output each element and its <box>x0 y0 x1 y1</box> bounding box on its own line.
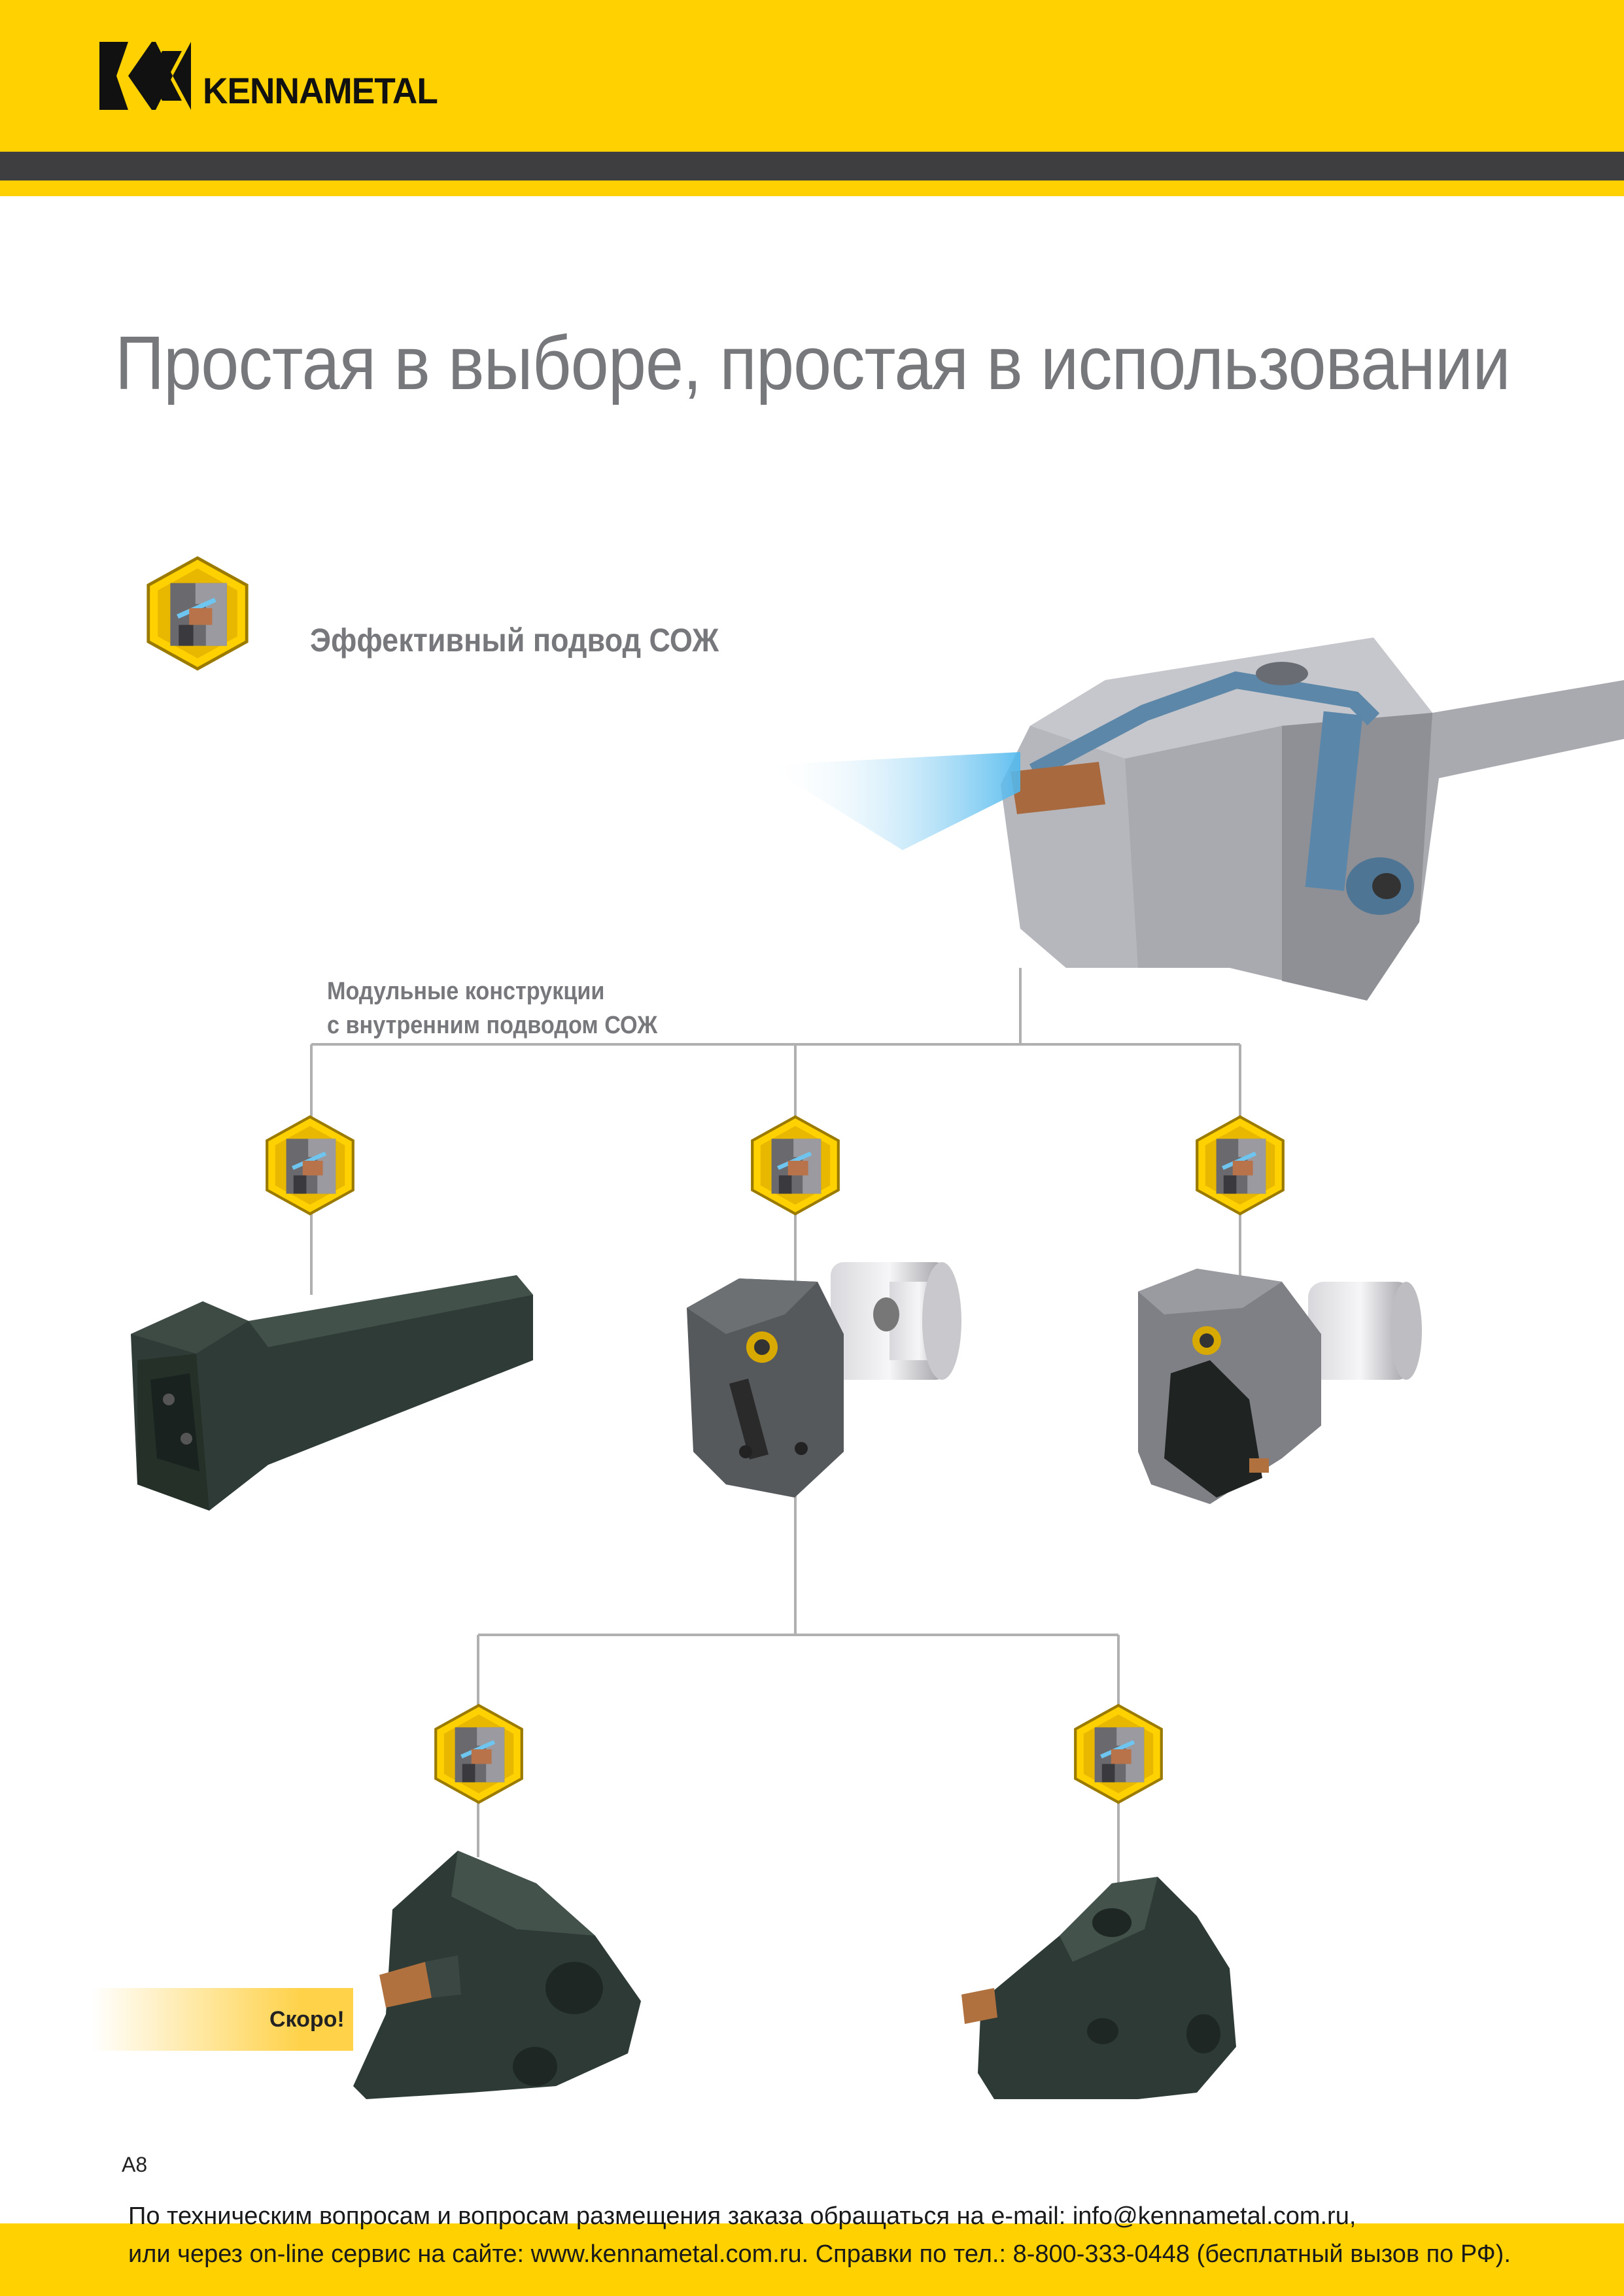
modular-label-line2: с внутренним подводом СОЖ <box>327 1012 658 1039</box>
coolant-hex-icon <box>267 1117 353 1214</box>
coolant-hex-icon <box>1197 1117 1283 1214</box>
header-yellow-stripe <box>0 180 1624 196</box>
coolant-hex-icon <box>752 1117 838 1214</box>
soon-label: Скоро! <box>269 2007 345 2032</box>
page-title: Простая в выборе, простая в использовани… <box>115 320 1511 405</box>
footer-contact: По техническим вопросам и вопросам разме… <box>128 2197 1511 2273</box>
feature-label: Эффективный подвод СОЖ <box>310 622 719 659</box>
page-number: A8 <box>122 2153 148 2176</box>
km-holder-image <box>687 1262 961 1498</box>
brand-name: KENNAMETAL <box>203 70 438 111</box>
cutting-head-image-2 <box>961 1877 1236 2099</box>
footer-line1: По техническим вопросам и вопросам разме… <box>128 2202 1356 2230</box>
cylindrical-holder-image <box>1138 1269 1422 1504</box>
main-toolholder-image <box>765 638 1624 1001</box>
modular-designs-label: Модульные конструкции с внутренним подво… <box>327 974 657 1042</box>
soon-band <box>92 1988 353 2051</box>
coolant-hex-icon <box>436 1705 522 1802</box>
kennametal-logo <box>99 42 191 110</box>
cutting-head-image-1 <box>353 1851 641 2099</box>
square-shank-holder-image <box>131 1275 533 1511</box>
coolant-hex-icon <box>1075 1705 1162 1802</box>
modular-label-line1: Модульные конструкции <box>327 978 605 1005</box>
footer-line2: или через on-line сервис на сайте: www.k… <box>128 2240 1511 2268</box>
header-bar <box>0 0 1624 152</box>
header-dark-stripe <box>0 152 1624 180</box>
footer-bar <box>0 2223 1624 2296</box>
